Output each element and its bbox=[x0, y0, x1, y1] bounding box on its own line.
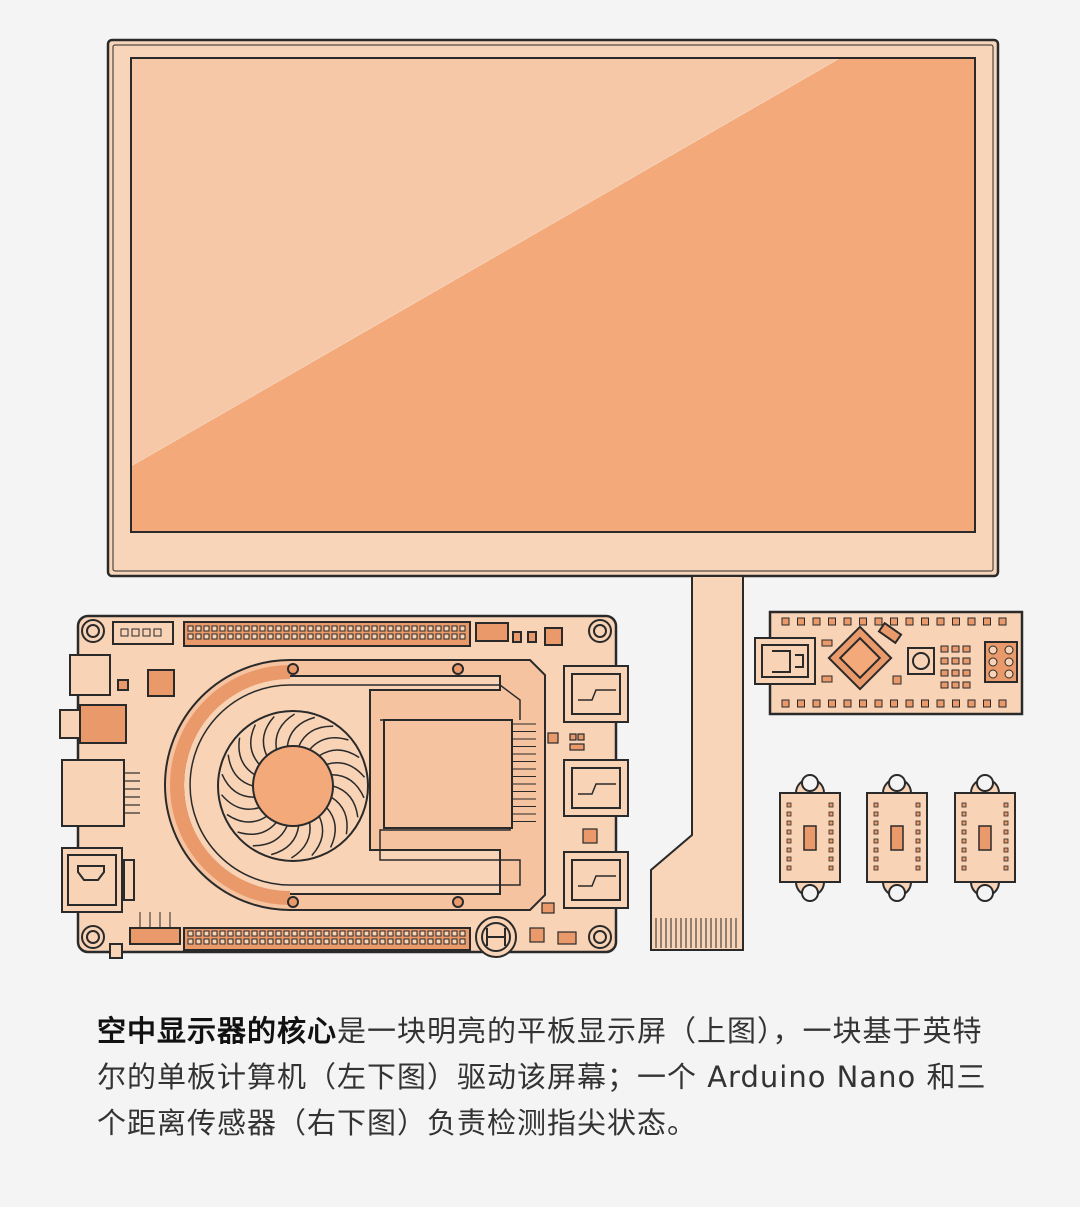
caption: 空中显示器的核心是一块明亮的平板显示屏（上图），一块基于英特尔的单板计算机（左下… bbox=[97, 1008, 997, 1146]
mounting-holes bbox=[81, 619, 612, 949]
distance-sensor bbox=[866, 774, 928, 902]
arduino-nano bbox=[754, 610, 1024, 716]
gpio-header-bottom bbox=[183, 927, 471, 951]
distance-sensor bbox=[954, 774, 1016, 902]
cooling-fan bbox=[217, 710, 369, 862]
distance-sensor bbox=[779, 774, 841, 902]
coin-battery bbox=[475, 916, 517, 958]
caption-lead: 空中显示器的核心 bbox=[97, 1014, 338, 1048]
flat-panel-display bbox=[106, 38, 1000, 578]
hardware-illustration bbox=[59, 38, 1024, 959]
left-ports bbox=[59, 654, 181, 959]
gpio-header-top bbox=[183, 621, 471, 647]
single-board-computer bbox=[59, 614, 629, 959]
usb-ports bbox=[563, 665, 629, 909]
caption-body: 是一块明亮的平板显示屏（上图），一块基于英特尔的单板计算机（左下图）驱动该屏幕；… bbox=[97, 1014, 987, 1140]
distance-sensors bbox=[779, 774, 1016, 902]
ribbon-cable bbox=[650, 575, 744, 951]
